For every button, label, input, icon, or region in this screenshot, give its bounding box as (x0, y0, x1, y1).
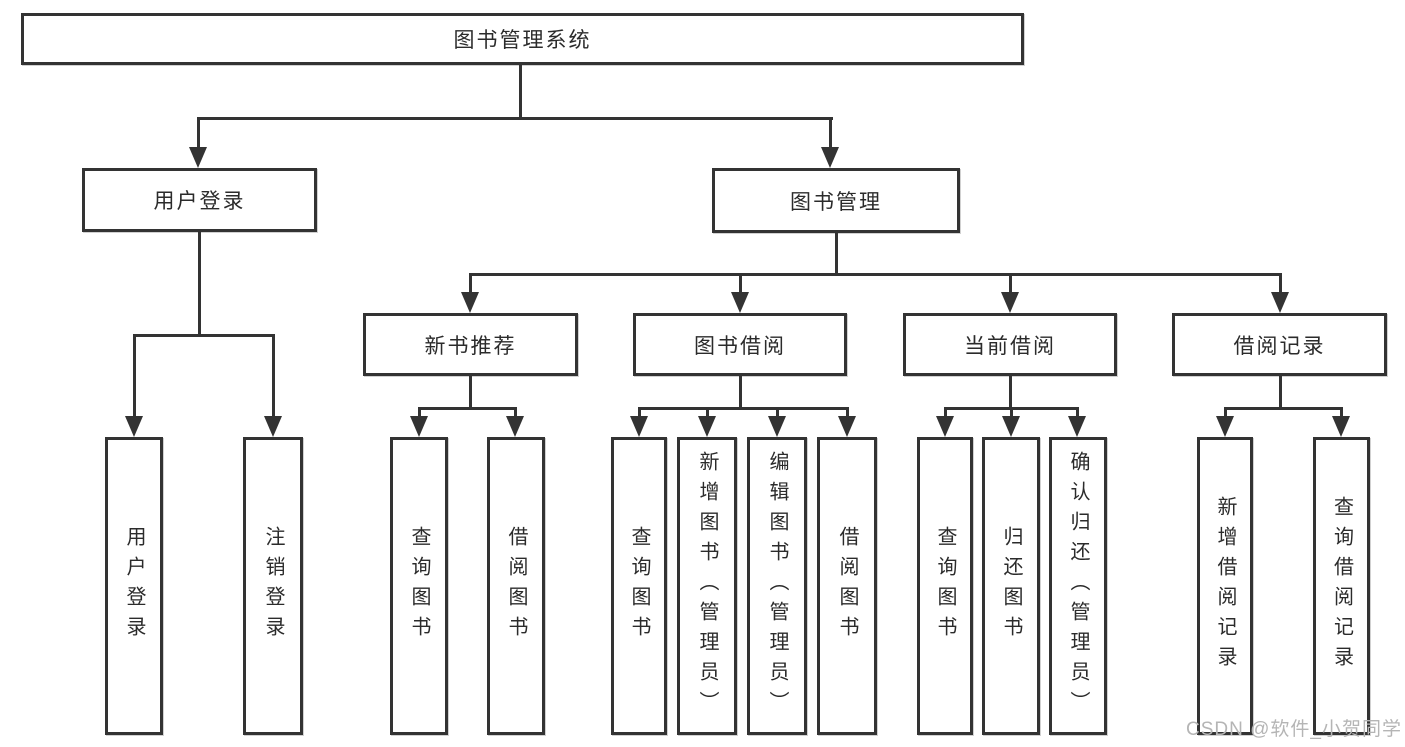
leaf-confirm-return-admin: 确认归还（管理员） (1049, 437, 1107, 735)
edge-borrowing-records-branch (1224, 407, 1343, 410)
leaf-label: 确认归还（管理员） (1067, 451, 1089, 721)
arrow-into-borrow-books (838, 416, 856, 437)
leaf-label: 编辑图书（管理员） (766, 451, 788, 721)
arrow-into-book-management (821, 147, 839, 168)
leaf-label: 查询图书 (628, 526, 650, 646)
edge-drop-book-management (829, 117, 832, 149)
arrow-into-add-borrow-record (1216, 416, 1234, 437)
leaf-user-login: 用户登录 (105, 437, 163, 735)
arrow-into-query-borrow-record (1332, 416, 1350, 437)
edge-drop-leaf-user-login (133, 334, 136, 418)
edge-drop-query-books-recommend (418, 407, 421, 419)
arrow-into-user-login (189, 147, 207, 168)
arrow-into-borrowing-records (1271, 292, 1289, 313)
edge-drop-edit-books-admin (776, 407, 779, 419)
node-label: 借阅记录 (1233, 334, 1326, 358)
edge-new-book-stem (469, 376, 472, 410)
leaf-edit-books-admin: 编辑图书（管理员） (747, 437, 807, 735)
edge-drop-add-borrow-record (1224, 407, 1227, 419)
leaf-borrow-books-recommend: 借阅图书 (487, 437, 545, 735)
edge-drop-query-books-current (944, 407, 947, 419)
leaf-label: 用户登录 (123, 526, 145, 646)
edge-drop-return-books (1010, 407, 1013, 419)
node-current-borrowing: 当前借阅 (903, 313, 1117, 376)
arrow-into-current-borrowing (1001, 292, 1019, 313)
edge-book-management-branch (469, 273, 1282, 276)
arrow-into-query-books-borrowing (630, 416, 648, 437)
leaf-query-books-current: 查询图书 (917, 437, 973, 735)
node-root-library-management-system: 图书管理系统 (21, 13, 1024, 65)
node-label: 图书管理 (790, 190, 882, 214)
node-book-management: 图书管理 (712, 168, 960, 233)
leaf-label: 新增图书（管理员） (696, 451, 718, 721)
edge-drop-leaf-logout (272, 334, 275, 418)
leaf-label: 查询图书 (934, 526, 956, 646)
node-label: 图书管理系统 (453, 29, 592, 52)
arrow-into-query-books-current (936, 416, 954, 437)
edge-book-borrowing-stem (739, 376, 742, 410)
edge-book-borrowing-branch (638, 407, 848, 410)
edge-root-branch (197, 117, 833, 120)
arrow-into-book-borrowing (731, 292, 749, 313)
arrow-into-leaf-logout (264, 416, 282, 437)
node-label: 用户登录 (153, 190, 246, 213)
leaf-query-books-recommend: 查询图书 (390, 437, 448, 735)
csdn-watermark: CSDN @软件_小贺同学 (1186, 719, 1402, 740)
leaf-label: 归还图书 (1000, 526, 1022, 646)
edge-drop-query-books-borrowing (638, 407, 641, 419)
leaf-logout: 注销登录 (243, 437, 303, 735)
leaf-label: 新增借阅记录 (1214, 496, 1236, 676)
edge-drop-user-login (197, 117, 200, 149)
arrow-into-confirm-return (1068, 416, 1086, 437)
node-book-borrowing: 图书借阅 (633, 313, 847, 376)
leaf-label: 注销登录 (262, 526, 284, 646)
node-borrowing-records: 借阅记录 (1172, 313, 1387, 376)
node-label: 新书推荐 (424, 334, 517, 358)
leaf-label: 查询图书 (408, 526, 430, 646)
arrow-into-add-books-admin (698, 416, 716, 437)
leaf-label: 借阅图书 (836, 526, 858, 646)
edge-drop-add-books-admin (706, 407, 709, 419)
edge-root-stem (519, 65, 522, 120)
arrow-into-edit-books-admin (768, 416, 786, 437)
node-label: 当前借阅 (964, 334, 1056, 358)
arrow-into-return-books (1002, 416, 1020, 437)
leaf-add-borrow-record: 新增借阅记录 (1197, 437, 1253, 735)
edge-drop-borrowing-records (1279, 273, 1282, 294)
arrow-into-leaf-user-login (125, 416, 143, 437)
edge-drop-book-borrowing (739, 273, 742, 294)
edge-current-borrowing-stem (1009, 376, 1012, 410)
leaf-return-books: 归还图书 (982, 437, 1040, 735)
leaf-query-borrow-record: 查询借阅记录 (1313, 437, 1370, 735)
node-label: 图书借阅 (694, 334, 786, 358)
node-user-login: 用户登录 (82, 168, 317, 232)
arrow-into-borrow-books-recommend (506, 416, 524, 437)
leaf-borrow-books: 借阅图书 (817, 437, 877, 735)
leaf-query-books-borrowing: 查询图书 (611, 437, 667, 735)
edge-drop-query-borrow-record (1340, 407, 1343, 419)
arrow-into-query-books-recommend (410, 416, 428, 437)
edge-book-management-stem (835, 233, 838, 276)
node-new-book-recommendation: 新书推荐 (363, 313, 578, 376)
edge-borrowing-records-stem (1279, 376, 1282, 410)
edge-user-login-stem (198, 232, 201, 337)
edge-drop-new-book-recommendation (469, 273, 472, 294)
edge-drop-confirm-return (1076, 407, 1079, 419)
edge-new-book-branch (418, 407, 517, 410)
leaf-label: 查询借阅记录 (1330, 496, 1353, 676)
arrow-into-new-book-recommendation (461, 292, 479, 313)
edge-drop-borrow-books (846, 407, 849, 419)
edge-user-login-branch (133, 334, 275, 337)
leaf-label: 借阅图书 (505, 526, 527, 646)
edge-drop-current-borrowing (1009, 273, 1012, 294)
leaf-add-books-admin: 新增图书（管理员） (677, 437, 737, 735)
edge-drop-borrow-books-recommend (514, 407, 517, 419)
